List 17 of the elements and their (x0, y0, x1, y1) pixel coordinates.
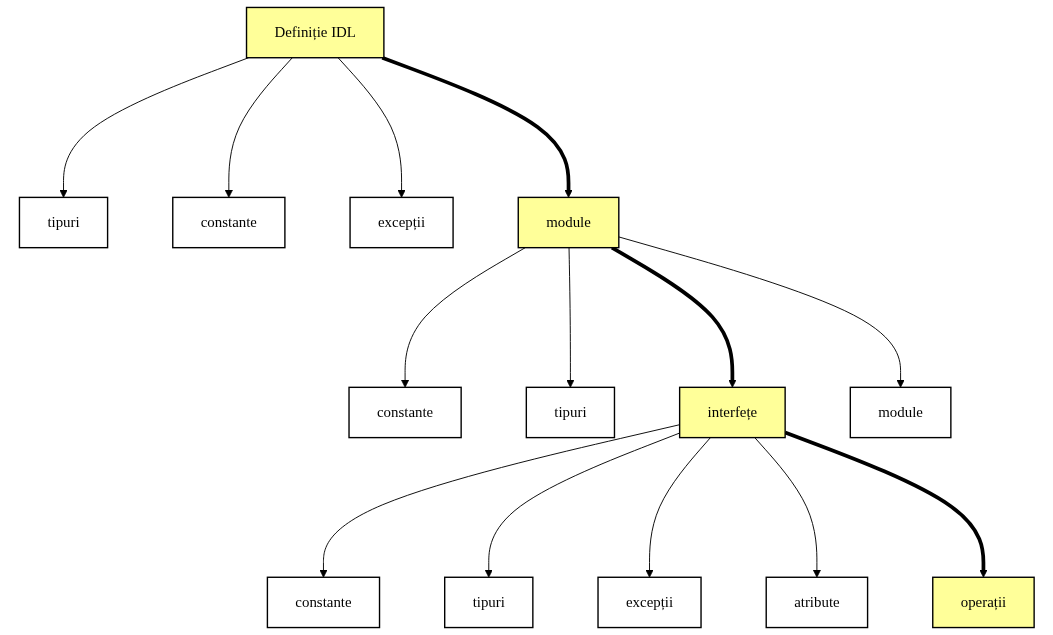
node-box: interfețe (678, 386, 786, 439)
node-box: tipuri (18, 196, 108, 249)
node-box: excepții (597, 576, 702, 629)
node-box: module (849, 386, 952, 439)
node-box: tipuri (443, 576, 534, 629)
node-box: atribute (765, 576, 868, 629)
node-box: Definiție IDL (245, 6, 385, 59)
node-box: excepții (349, 196, 454, 249)
node-box: tipuri (525, 386, 615, 439)
node-box: constante (171, 196, 286, 249)
node-box: constante (348, 386, 462, 439)
node-box: operații (931, 576, 1035, 629)
node-box: constante (266, 576, 380, 629)
node-box: module (517, 196, 620, 249)
arrow (381, 56, 573, 198)
arrow (610, 246, 737, 388)
arrow (784, 430, 988, 578)
